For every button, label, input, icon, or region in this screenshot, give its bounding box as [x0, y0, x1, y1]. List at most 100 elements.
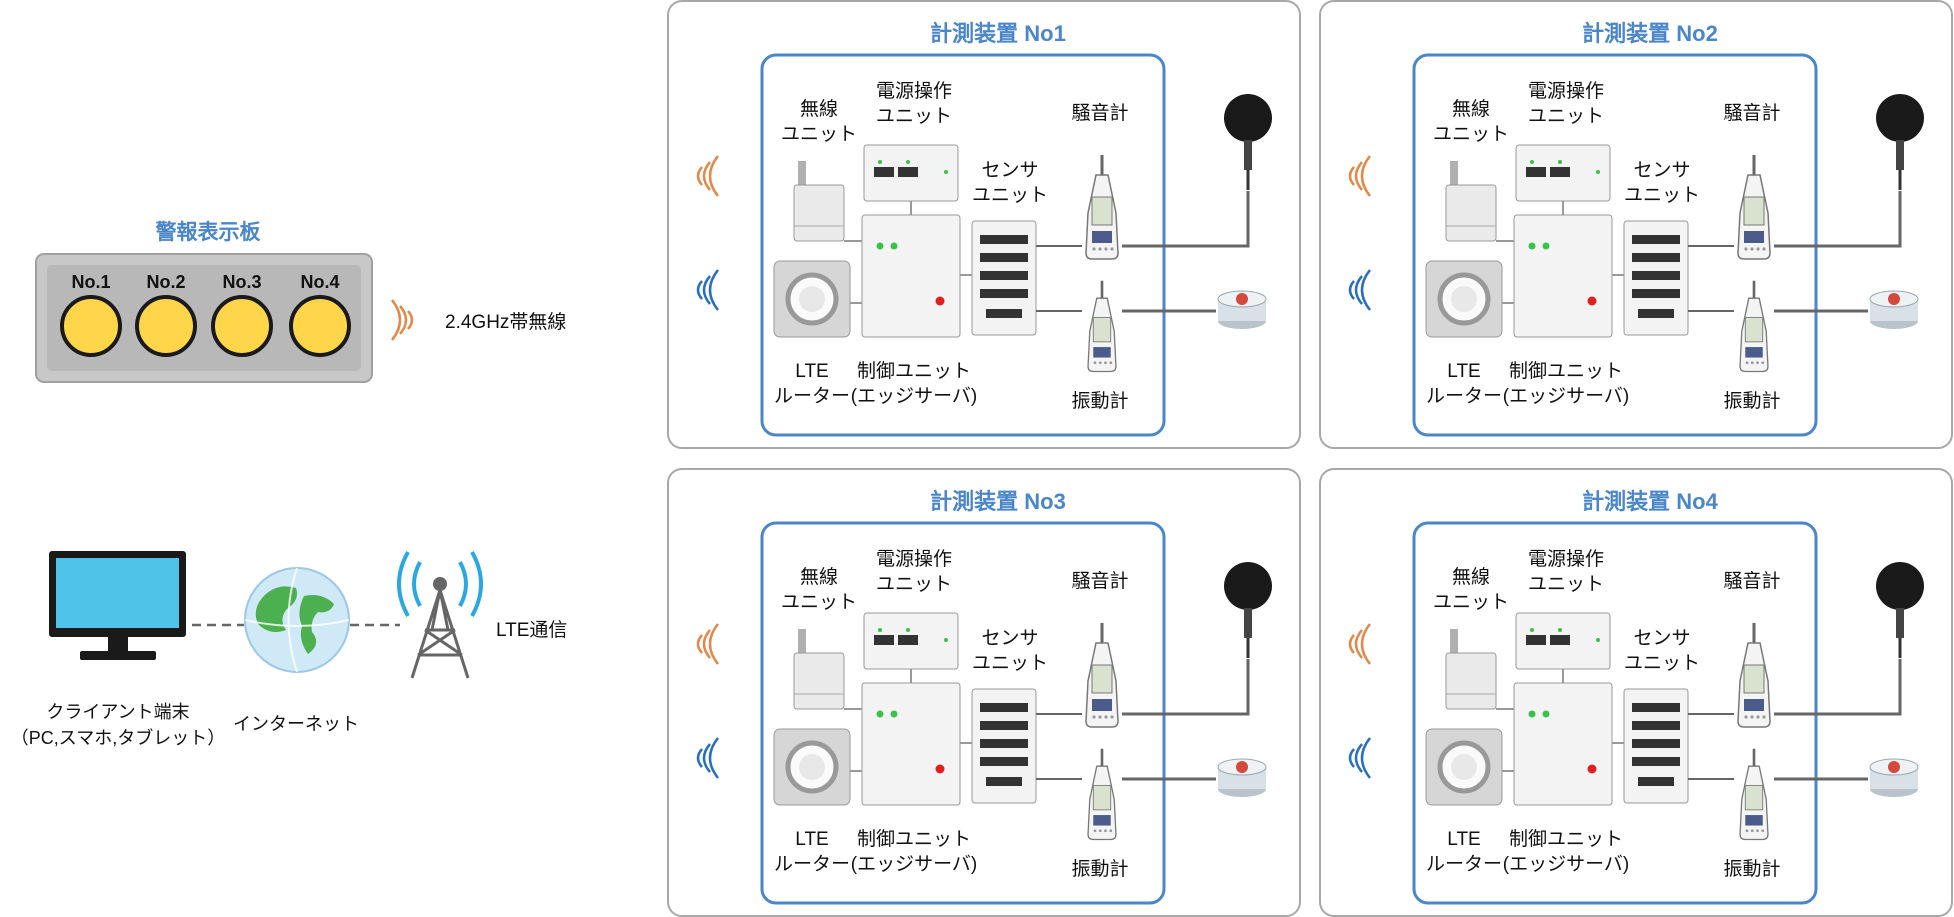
- power-unit-label-2: ユニット: [1528, 106, 1604, 127]
- internet-label: インターネット: [233, 714, 359, 734]
- power-unit-label-2: ユニット: [876, 106, 952, 127]
- lte-label: LTE通信: [496, 619, 567, 641]
- alarm-lamp-4: [289, 295, 351, 357]
- alarm-board-face: [47, 265, 361, 371]
- sound-meter-label: 騒音計: [1723, 570, 1780, 592]
- lte-router-icon: [773, 260, 851, 338]
- lte-router-label-2: ルーター: [774, 853, 850, 875]
- terminal-label-2: （PC,スマホ,タブレット）: [11, 727, 225, 748]
- wireless-band-label: 2.4GHz帯無線: [445, 311, 566, 333]
- alarm-board-title: 警報表示板: [155, 220, 262, 244]
- lamp-label-1: No.1: [71, 272, 110, 292]
- power-unit-label-1: 電源操作: [1528, 80, 1604, 102]
- lte-router-label-1: LTE: [1447, 829, 1480, 850]
- sound-meter-label: 騒音計: [1723, 102, 1780, 124]
- client-group: LTE通信 クライアント端末 （PC,スマホ,タブレット） インターネット: [11, 551, 567, 748]
- wireless-unit-icon: [793, 629, 845, 710]
- pc-monitor-icon: [49, 551, 186, 660]
- wireless-icon: [390, 298, 414, 342]
- control-unit-icon: [1513, 682, 1613, 806]
- vibration-meter-label: 振動計: [1071, 390, 1128, 412]
- lte-router-label-2: ルーター: [774, 385, 850, 407]
- alarm-lamp-1: [60, 295, 122, 357]
- wireless-unit-icon: [1445, 629, 1497, 710]
- control-unit-label-1: 制御ユニット: [857, 360, 971, 382]
- globe-icon: [244, 567, 350, 673]
- wireless-unit-label-1: 無線: [1452, 98, 1490, 120]
- control-unit-label-1: 制御ユニット: [1509, 360, 1623, 382]
- sensor-unit-label-1: センサ: [1633, 628, 1690, 649]
- vibration-meter-label: 振動計: [1723, 858, 1780, 880]
- power-unit-label-1: 電源操作: [876, 80, 952, 102]
- power-unit-label-1: 電源操作: [876, 548, 952, 570]
- alarm-board-group: 警報表示板 No.1 No.2 No.3 No.4 2.4GHz帯無線: [35, 220, 566, 383]
- sensor-unit-label-1: センサ: [981, 160, 1038, 181]
- vibration-sensor-icon: [1869, 290, 1919, 330]
- power-unit-label-2: ユニット: [876, 574, 952, 595]
- stations-area: 計測装置 No1 無線 ユニット 電源操作 ユニット センサ ユニット 騒音計: [667, 0, 1953, 917]
- wireless-unit-label-2: ユニット: [781, 124, 857, 145]
- wireless-unit-label-2: ユニット: [1433, 592, 1509, 613]
- lte-router-label-2: ルーター: [1426, 385, 1502, 407]
- lamp-label-3: No.3: [222, 272, 261, 292]
- wireless-unit-label-2: ユニット: [781, 592, 857, 613]
- power-unit-label-2: ユニット: [1528, 574, 1604, 595]
- station-panel-3: 計測装置 No3 無線 ユニット 電源操作 ユニット センサ ユニット 騒音計: [667, 468, 1301, 917]
- sound-meter-label: 騒音計: [1071, 570, 1128, 592]
- control-unit-label-2: (エッジサーバ): [851, 854, 977, 875]
- control-unit-label-2: (エッジサーバ): [1503, 386, 1629, 407]
- wireless-unit-label-1: 無線: [800, 98, 838, 120]
- wireless-unit-label-1: 無線: [1452, 566, 1490, 588]
- control-unit-icon: [861, 682, 961, 806]
- sensor-unit-label-2: ユニット: [1624, 185, 1700, 206]
- control-unit-label-2: (エッジサーバ): [851, 386, 977, 407]
- wireless-unit-label-2: ユニット: [1433, 124, 1509, 145]
- sensor-unit-label-2: ユニット: [972, 653, 1048, 674]
- sound-meter-label: 騒音計: [1071, 102, 1128, 124]
- power-unit-icon: [863, 144, 959, 202]
- vibration-sensor-icon: [1217, 758, 1267, 798]
- lte-router-label-1: LTE: [1447, 361, 1480, 382]
- lte-tower-icon: [397, 551, 483, 679]
- lte-router-label-1: LTE: [795, 361, 828, 382]
- vibration-sensor-icon: [1217, 290, 1267, 330]
- control-unit-label-1: 制御ユニット: [1509, 828, 1623, 850]
- sensor-unit-icon: [971, 688, 1037, 804]
- terminal-label-1: クライアント端末: [46, 702, 189, 722]
- lte-router-icon: [1425, 728, 1503, 806]
- sensor-unit-label-2: ユニット: [1624, 653, 1700, 674]
- vibration-meter-label: 振動計: [1071, 858, 1128, 880]
- wireless-unit-label-1: 無線: [800, 566, 838, 588]
- control-unit-label-2: (エッジサーバ): [1503, 854, 1629, 875]
- station-panel-4: 計測装置 No4 無線 ユニット 電源操作 ユニット センサ ユニット 騒音計: [1319, 468, 1953, 917]
- station-title: 計測装置 No3: [930, 489, 1066, 514]
- station-title: 計測装置 No2: [1582, 21, 1718, 46]
- sensor-unit-icon: [1623, 688, 1689, 804]
- lte-router-label-2: ルーター: [1426, 853, 1502, 875]
- alarm-lamp-3: [211, 295, 273, 357]
- sensor-unit-label-1: センサ: [1633, 160, 1690, 181]
- sensor-unit-icon: [1623, 220, 1689, 336]
- lte-router-icon: [1425, 260, 1503, 338]
- vibration-meter-label: 振動計: [1723, 390, 1780, 412]
- power-unit-icon: [1515, 612, 1611, 670]
- alarm-lamp-2: [135, 295, 197, 357]
- control-unit-label-1: 制御ユニット: [857, 828, 971, 850]
- power-unit-label-1: 電源操作: [1528, 548, 1604, 570]
- lamp-label-2: No.2: [146, 272, 185, 292]
- power-unit-icon: [863, 612, 959, 670]
- control-unit-icon: [861, 214, 961, 338]
- sensor-unit-label-2: ユニット: [972, 185, 1048, 206]
- wireless-unit-icon: [1445, 161, 1497, 242]
- station-title: 計測装置 No1: [930, 21, 1066, 46]
- station-panel-2: 計測装置 No2 無線 ユニット 電源操作 ユニット センサ ユニット 騒音計: [1319, 0, 1953, 449]
- lte-router-label-1: LTE: [795, 829, 828, 850]
- vibration-sensor-icon: [1869, 758, 1919, 798]
- wireless-unit-icon: [793, 161, 845, 242]
- station-panel-1: 計測装置 No1 無線 ユニット 電源操作 ユニット センサ ユニット 騒音計: [667, 0, 1301, 449]
- control-unit-icon: [1513, 214, 1613, 338]
- station-title: 計測装置 No4: [1582, 489, 1718, 514]
- lte-router-icon: [773, 728, 851, 806]
- sensor-unit-icon: [971, 220, 1037, 336]
